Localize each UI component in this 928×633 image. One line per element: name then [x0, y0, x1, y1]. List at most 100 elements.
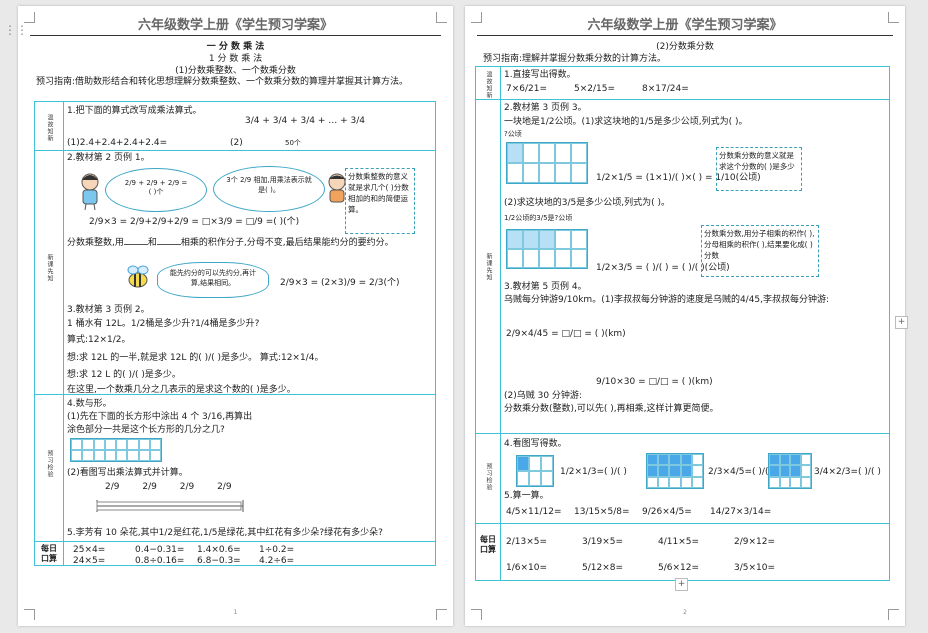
- add-section-icon[interactable]: +: [675, 578, 688, 591]
- bee-icon: [123, 262, 153, 292]
- bubble-expression: 2/9 + 2/9 + 2/9 =: [124, 179, 188, 187]
- q1-part-b: (2): [230, 138, 243, 148]
- q2-part-2: (2)求这块地的3/5是多少公顷,列式为( )。: [504, 198, 670, 208]
- oral-item: 1/6×10=: [506, 563, 548, 573]
- daily-oral-label: 每日口算: [480, 535, 496, 554]
- oral-item: 2/9×12=: [734, 537, 776, 547]
- section-label: 预习检验: [46, 450, 53, 478]
- fraction-figure: [768, 453, 812, 489]
- q3-part-2: (2)乌贼 30 分钟游:: [504, 391, 582, 401]
- q3-think-1: 想:求 12L 的一半,就是求 12L 的( )/( )是多少。 算式:12×1…: [67, 353, 324, 363]
- margin-marker: [888, 12, 899, 23]
- oral-row-1: 25×4=0.4−0.31=1.4×0.6=1÷0.2=: [73, 545, 321, 556]
- cartoon-boy-icon: [325, 172, 349, 208]
- page-number: 1: [233, 609, 238, 616]
- study-guide: 预习指南:借助数形结合和转化思想理解分数乘整数、一个数乘分数的算理并掌握其计算方…: [36, 77, 409, 87]
- page-1: 六年级数学上册《学生预习学案》 一 分 数 乘 法 1 分 数 乘 法 (1)分…: [18, 6, 453, 626]
- question-2: 2.教材第 2 页例 1。: [67, 153, 150, 163]
- header-rule: [30, 35, 441, 36]
- q2-problem: 一块地是1/2公顷。(1)求这块地的1/5是多少公顷,列式为( )。: [504, 117, 748, 127]
- bubble-text: 能先约分的可以先约分,再计算,结果相同。: [169, 269, 257, 287]
- shading-rectangle[interactable]: [70, 438, 162, 462]
- oral-row-2: 24×5=0.8÷0.16=6.8−0.3=4.2÷6=: [73, 556, 321, 567]
- margin-marker: [24, 609, 35, 620]
- q5-item: 4/5×11/12=: [506, 507, 562, 517]
- question-5: 5.算一算。: [504, 491, 549, 501]
- q3-problem: 1 桶水有 12L。1/2桶是多少升?1/4桶是多少升?: [67, 319, 260, 329]
- section-label: 温故知新: [46, 114, 53, 142]
- oral-item: 5/6×12=: [658, 563, 700, 573]
- area-model-1: [506, 142, 588, 184]
- number-line-diagram: [96, 500, 244, 512]
- drag-handle-icon[interactable]: ⋮⋮: [4, 23, 28, 37]
- q1-part-a: (1)2.4+2.4+2.4+2.4=: [67, 138, 168, 148]
- oral-item: 24×5=: [73, 556, 106, 566]
- fraction-figure: [646, 453, 704, 489]
- question-3: 3.教材第 3 页例 2。: [67, 305, 150, 315]
- oral-item: 0.8÷0.16=: [135, 556, 185, 566]
- question-5: 5.李芳有 10 朵花,其中1/2是红花,1/5是绿花,其中红花有多少朵?绿花有…: [67, 528, 383, 538]
- q4-item: 3/4×2/3=( )/( ): [814, 467, 881, 477]
- q4-part-1: (1)先在下面的长方形中涂出 4 个 3/16,再算出: [67, 412, 253, 422]
- oral-item: 6.8−0.3=: [197, 556, 241, 566]
- margin-marker: [436, 609, 447, 620]
- q2-diagram-label: ?公顷: [504, 130, 522, 138]
- segment-fraction: 2/9: [217, 482, 232, 492]
- unit-title: 一 分 数 乘 法: [206, 42, 265, 52]
- thought-bubble: 2/9 + 2/9 + 2/9 = ( )个: [105, 168, 207, 212]
- page-header: 六年级数学上册《学生预习学案》: [137, 18, 333, 33]
- area-model-2: [506, 229, 588, 269]
- page-header: 六年级数学上册《学生预习学案》: [587, 18, 783, 33]
- q2-calc-1: 1/2×1/5 = (1×1)/( )×( ) = 1/10(公顷): [596, 173, 761, 183]
- q1-item: 7×6/21=: [506, 84, 548, 94]
- oral-item: 1÷0.2=: [259, 545, 295, 555]
- answer-blank[interactable]: [156, 236, 181, 245]
- daily-oral-label: 每日口算: [41, 544, 57, 563]
- study-guide: 预习指南:理解并掌握分数乘分数的计算方法。: [483, 54, 667, 64]
- oral-item: 2/13×5=: [506, 537, 548, 547]
- oral-item: 1.4×0.6=: [197, 545, 241, 555]
- oral-item: 4/11×5=: [658, 537, 700, 547]
- question-1: 1.把下面的算式改写成乘法算式。: [67, 106, 202, 116]
- oral-item: 25×4=: [73, 545, 106, 555]
- rule-text: 相乘的积作分子,分母不变,最后结果能约分的要约分。: [180, 238, 394, 248]
- cartoon-girl-icon: [77, 172, 103, 211]
- question-3: 3.教材第 5 页例 4。: [504, 282, 587, 292]
- section-label: 新课先知: [46, 254, 53, 282]
- answer-blank[interactable]: [123, 236, 148, 245]
- segment-fraction: 2/9: [105, 482, 120, 492]
- q4-part-2: (2)看图写出乘法算式并计算。: [67, 468, 188, 478]
- q2-equation: 2/9×3 = 2/9+2/9+2/9 = □×3/9 = □/9 =( )(个…: [89, 217, 300, 227]
- add-section-icon[interactable]: +: [895, 316, 908, 329]
- q4-part-1b: 涂色部分一共是这个长方形的几分之几?: [67, 425, 225, 435]
- margin-marker: [471, 12, 482, 23]
- header-rule: [477, 35, 893, 36]
- rule-text: 和: [147, 238, 157, 248]
- q3-formula-1: 算式:12×1/2。: [67, 335, 131, 345]
- thought-bubble: 能先约分的可以先约分,再计算,结果相同。: [157, 262, 269, 298]
- q1-item: 8×17/24=: [642, 84, 689, 94]
- section-label: 温故知新: [485, 71, 492, 99]
- q1-item: 5×2/15=: [574, 84, 616, 94]
- fraction-figure: [516, 455, 554, 487]
- q3-think-2: 想:求 12 L 的( )/( )是多少。: [67, 370, 181, 380]
- lesson-subtitle: (2)分数乘分数: [656, 42, 714, 52]
- bubble-text: 3个 2/9 相加,用乘法表示就是( )。: [226, 176, 312, 194]
- q4-item: 1/2×1/3=( )/( ): [560, 467, 627, 477]
- q2-equation-2: 2/9×3 = (2×3)/9 = 2/3(个): [280, 278, 400, 288]
- page-2: 六年级数学上册《学生预习学案》 (2)分数乘分数 预习指南:理解并掌握分数乘分数…: [465, 6, 908, 626]
- q1-count-label: 50个: [285, 139, 301, 147]
- q3-problem: 乌贼每分钟游9/10km。(1)李叔叔每分钟游的速度是乌贼的4/45,李叔叔每分…: [504, 295, 830, 305]
- q5-item: 13/15×5/8=: [574, 507, 630, 517]
- question-1: 1.直接写出得数。: [504, 70, 576, 80]
- section-label: 预习检验: [485, 463, 492, 491]
- worksheet-table: 温故知新 新课先知 预习检验 每日口算 1.直接写出得数。 7×6/21= 5×2…: [475, 66, 890, 581]
- question-4: 4.数与形。: [67, 399, 112, 409]
- q2-calc-2: 1/2×3/5 = ( )/( ) = ( )/( )(公顷): [596, 263, 730, 273]
- q3-calc-2: 9/10×30 = □/□ = ( )(km): [596, 377, 713, 387]
- segment-fraction: 2/9: [179, 482, 195, 492]
- section-label: 新课先知: [485, 253, 492, 281]
- margin-marker: [24, 12, 35, 23]
- margin-marker: [436, 12, 447, 23]
- margin-marker: [471, 609, 482, 620]
